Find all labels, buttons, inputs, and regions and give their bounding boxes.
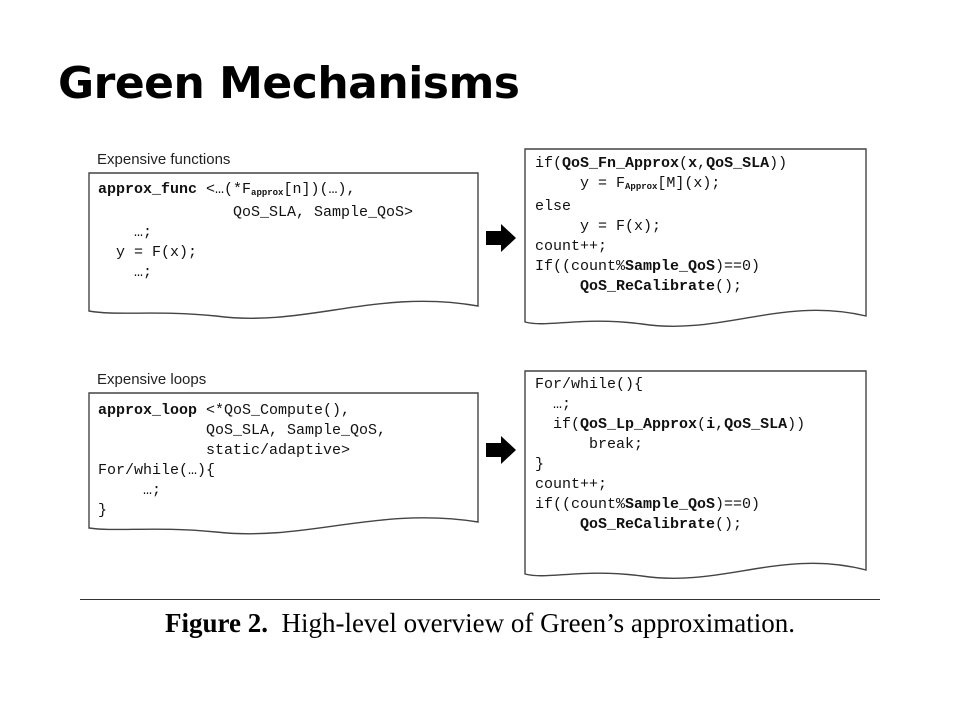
code-line: break;	[535, 436, 644, 453]
code-text: ,	[697, 155, 707, 172]
figure-number: Figure 2.	[164, 608, 268, 638]
code-text: (	[679, 155, 689, 172]
code-line: QoS_SLA, Sample_QoS,	[98, 422, 387, 439]
code-arg: QoS_SLA	[706, 155, 770, 172]
code-text: if((count%	[535, 496, 626, 513]
code-line: …;	[98, 264, 153, 281]
code-line: …;	[98, 482, 162, 499]
code-arg: Sample_QoS	[625, 258, 716, 275]
loop-input-document	[88, 392, 479, 535]
code-text: ,	[715, 416, 725, 433]
code-text: [M](x);	[657, 175, 721, 192]
code-arg: QoS_SLA	[724, 416, 788, 433]
code-text: (	[697, 416, 707, 433]
func-input-code: approx_func <…(*Fapprox[n])(…), QoS_SLA,…	[98, 180, 413, 283]
code-line: For/while(…){	[98, 462, 216, 479]
loop-input-code: approx_loop <*QoS_Compute(), QoS_SLA, Sa…	[98, 401, 386, 521]
func-output-document	[524, 148, 867, 327]
code-text: If((count%	[535, 258, 626, 275]
code-line: …;	[535, 396, 572, 413]
code-line: For/while(){	[535, 376, 644, 393]
code-text: <…(*F	[197, 181, 252, 198]
figure-caption-text: High-level overview of Green’s approxima…	[267, 608, 796, 638]
code-arg: x	[688, 155, 698, 172]
code-text: y = F	[535, 175, 626, 192]
code-subscript: Approx	[625, 182, 658, 192]
code-text: if(	[535, 155, 563, 172]
expensive-loops-label: Expensive loops	[97, 371, 207, 388]
code-text: if(	[535, 416, 581, 433]
qos-recalibrate-call: QoS_ReCalibrate	[580, 516, 716, 533]
expensive-functions-label: Expensive functions	[97, 151, 231, 168]
code-line: count++;	[535, 238, 608, 255]
code-line: …;	[98, 224, 153, 241]
slide-title: Green Mechanisms	[58, 58, 520, 109]
code-text: [n])(…),	[283, 181, 356, 198]
code-text: ();	[715, 516, 743, 533]
code-text: ))	[769, 155, 788, 172]
qos-fn-approx-call: QoS_Fn_Approx	[562, 155, 680, 172]
code-text	[535, 278, 580, 295]
code-line: }	[535, 456, 545, 473]
func-input-document	[88, 172, 479, 319]
code-subscript: approx	[251, 188, 284, 198]
code-text: ))	[787, 416, 806, 433]
code-arg: Sample_QoS	[625, 496, 716, 513]
code-line: static/adaptive>	[98, 442, 351, 459]
approx-loop-keyword: approx_loop	[98, 402, 198, 419]
approx-func-keyword: approx_func	[98, 181, 198, 198]
code-line: count++;	[535, 476, 608, 493]
loop-output-code: For/while(){ …; if(QoS_Lp_Approx(i,QoS_S…	[535, 375, 805, 535]
figure-caption: Figure 2. High-level overview of Green’s…	[0, 610, 960, 637]
code-text: <*QoS_Compute(),	[197, 402, 351, 419]
func-output-code: if(QoS_Fn_Approx(x,QoS_SLA)) y = FApprox…	[535, 154, 787, 297]
code-text: )==0)	[715, 496, 761, 513]
code-line: QoS_SLA, Sample_QoS>	[98, 204, 414, 221]
transform-arrow-icon	[486, 436, 516, 464]
code-text	[535, 516, 580, 533]
code-line: y = F(x);	[535, 218, 662, 235]
code-line: y = F(x);	[98, 244, 198, 261]
code-arg: i	[706, 416, 716, 433]
code-line: else	[535, 198, 572, 215]
code-text: ();	[715, 278, 743, 295]
loop-output-document	[524, 370, 867, 579]
code-line: }	[98, 502, 108, 519]
transform-arrow-icon	[486, 224, 516, 252]
qos-recalibrate-call: QoS_ReCalibrate	[580, 278, 716, 295]
qos-lp-approx-call: QoS_Lp_Approx	[580, 416, 698, 433]
code-text: )==0)	[715, 258, 761, 275]
caption-divider	[80, 599, 880, 600]
